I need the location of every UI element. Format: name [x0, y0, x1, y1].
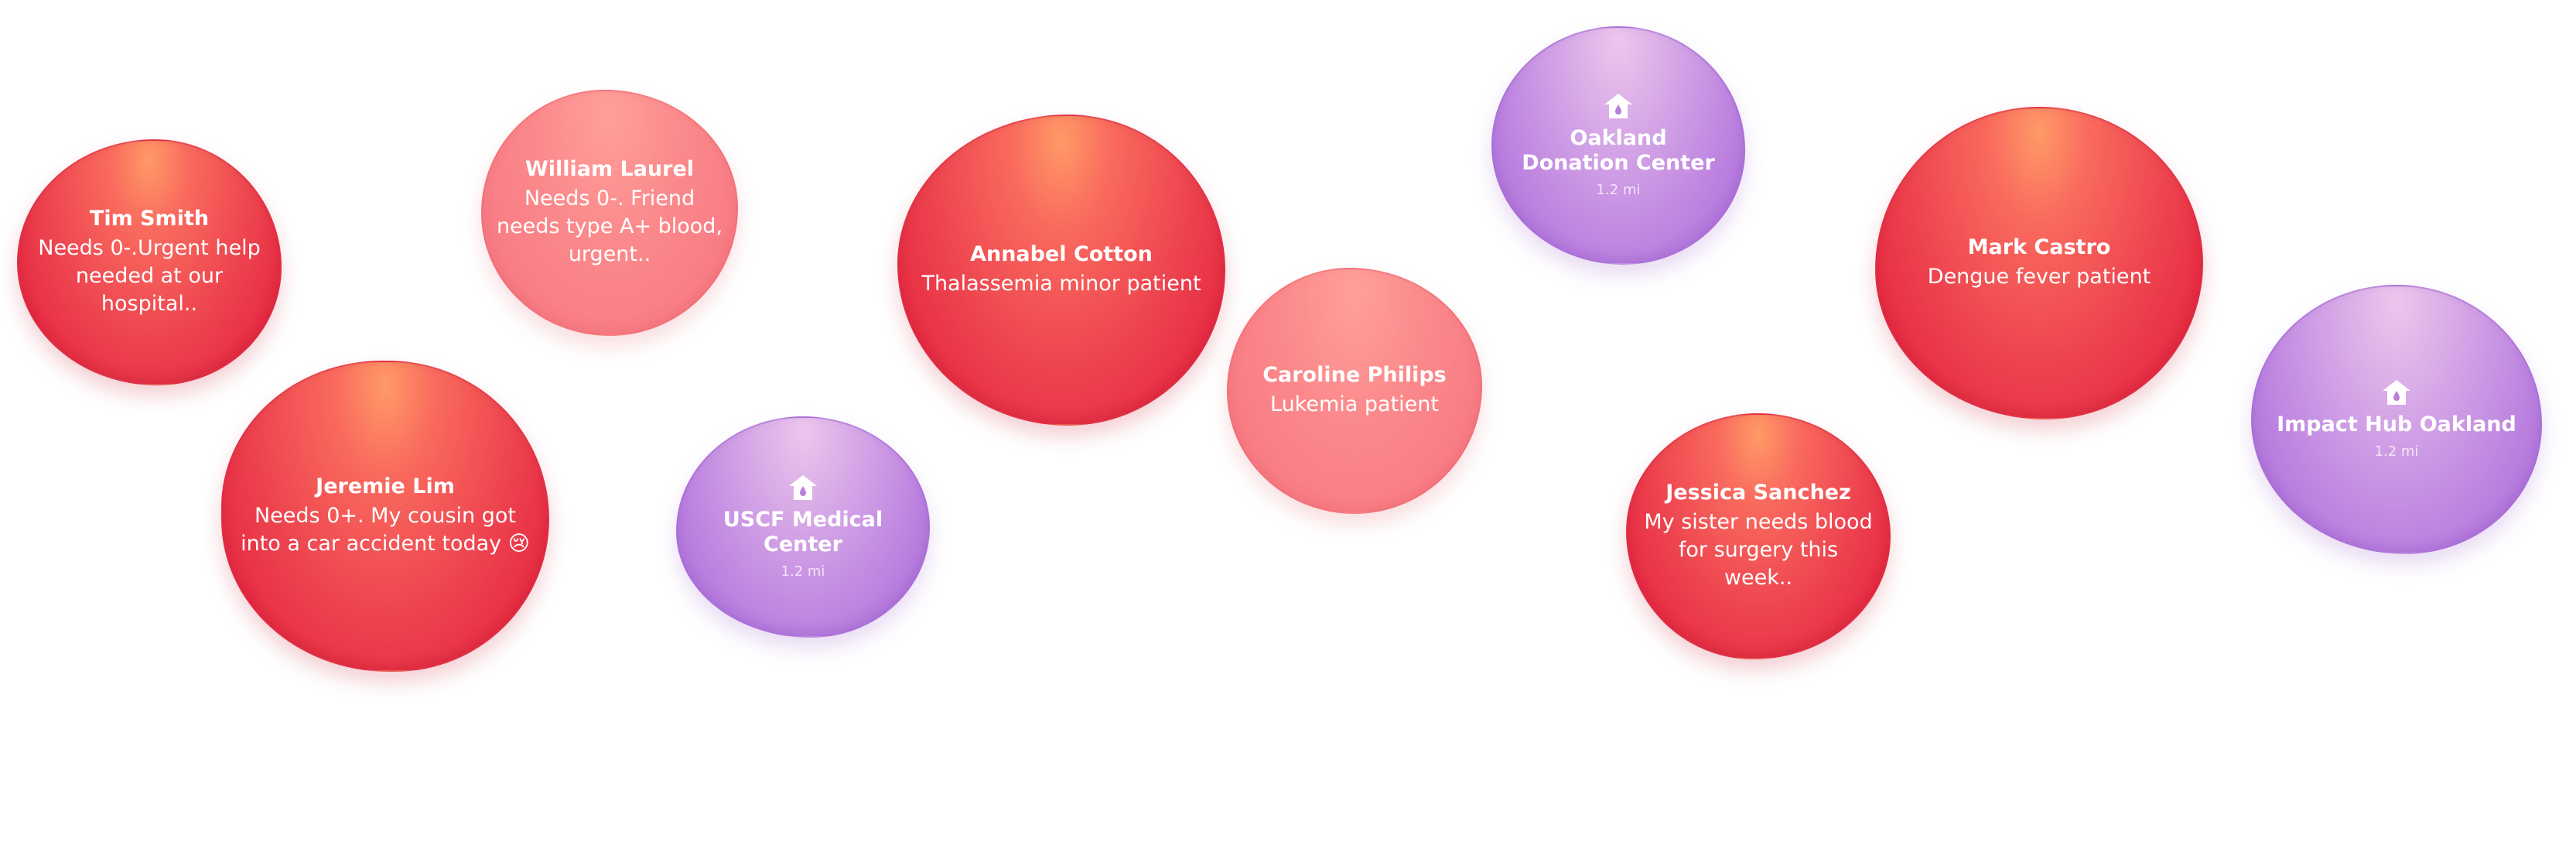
request-bubble-jeremie-lim[interactable]: Jeremie Lim Needs 0+. My cousin got into… — [221, 361, 549, 672]
donation-center-impact-hub[interactable]: Impact Hub Oakland 1.2 mi — [2251, 285, 2542, 554]
requester-name: Tim Smith — [89, 207, 210, 231]
blood-bank-icon — [2381, 378, 2412, 406]
center-name: Oakland Donation Center — [1522, 126, 1715, 175]
center-name: Impact Hub Oakland — [2277, 412, 2516, 436]
center-distance: 1.2 mi — [1596, 182, 1641, 198]
request-description: Needs 0+. My cousin got into a car accid… — [241, 504, 530, 556]
requester-name: William Laurel — [524, 157, 695, 181]
request-description: Lukemia patient — [1270, 392, 1439, 416]
request-description: Needs 0-. Friend needs type A+ blood, ur… — [496, 187, 723, 266]
request-bubble-mark-castro[interactable]: Mark Castro Dengue fever patient — [1875, 107, 2203, 419]
center-name: USCF Medical Center — [723, 508, 883, 556]
request-bubble-caroline-philips[interactable]: Caroline Philips Lukemia patient — [1227, 268, 1482, 514]
request-bubble-william-laurel[interactable]: William Laurel Needs 0-. Friend needs ty… — [481, 90, 738, 336]
blood-bank-icon — [787, 474, 818, 501]
request-bubble-annabel-cotton[interactable]: Annabel Cotton Thalassemia minor patient — [897, 115, 1225, 426]
request-description: Needs 0-.Urgent help needed at our hospi… — [38, 236, 261, 316]
request-bubble-tim-smith[interactable]: Tim Smith Needs 0-.Urgent help needed at… — [17, 139, 282, 385]
requester-name: Mark Castro — [1967, 235, 2111, 259]
request-description: My sister needs blood for surgery this w… — [1644, 510, 1873, 590]
blood-bank-icon — [1603, 92, 1634, 120]
donation-center-oakland[interactable]: Oakland Donation Center 1.2 mi — [1491, 26, 1745, 265]
request-description: Dengue fever patient — [1927, 265, 2151, 289]
center-distance: 1.2 mi — [781, 563, 825, 580]
requester-name: Caroline Philips — [1262, 363, 1447, 387]
requester-name: Annabel Cotton — [970, 242, 1153, 266]
requester-name: Jeremie Lim — [316, 474, 455, 498]
donation-center-uscf[interactable]: USCF Medical Center 1.2 mi — [676, 416, 930, 638]
request-bubble-jessica-sanchez[interactable]: Jessica Sanchez My sister needs blood fo… — [1626, 413, 1891, 659]
requester-name: Jessica Sanchez — [1666, 481, 1851, 505]
request-description: Thalassemia minor patient — [921, 272, 1201, 296]
center-distance: 1.2 mi — [2374, 443, 2419, 460]
